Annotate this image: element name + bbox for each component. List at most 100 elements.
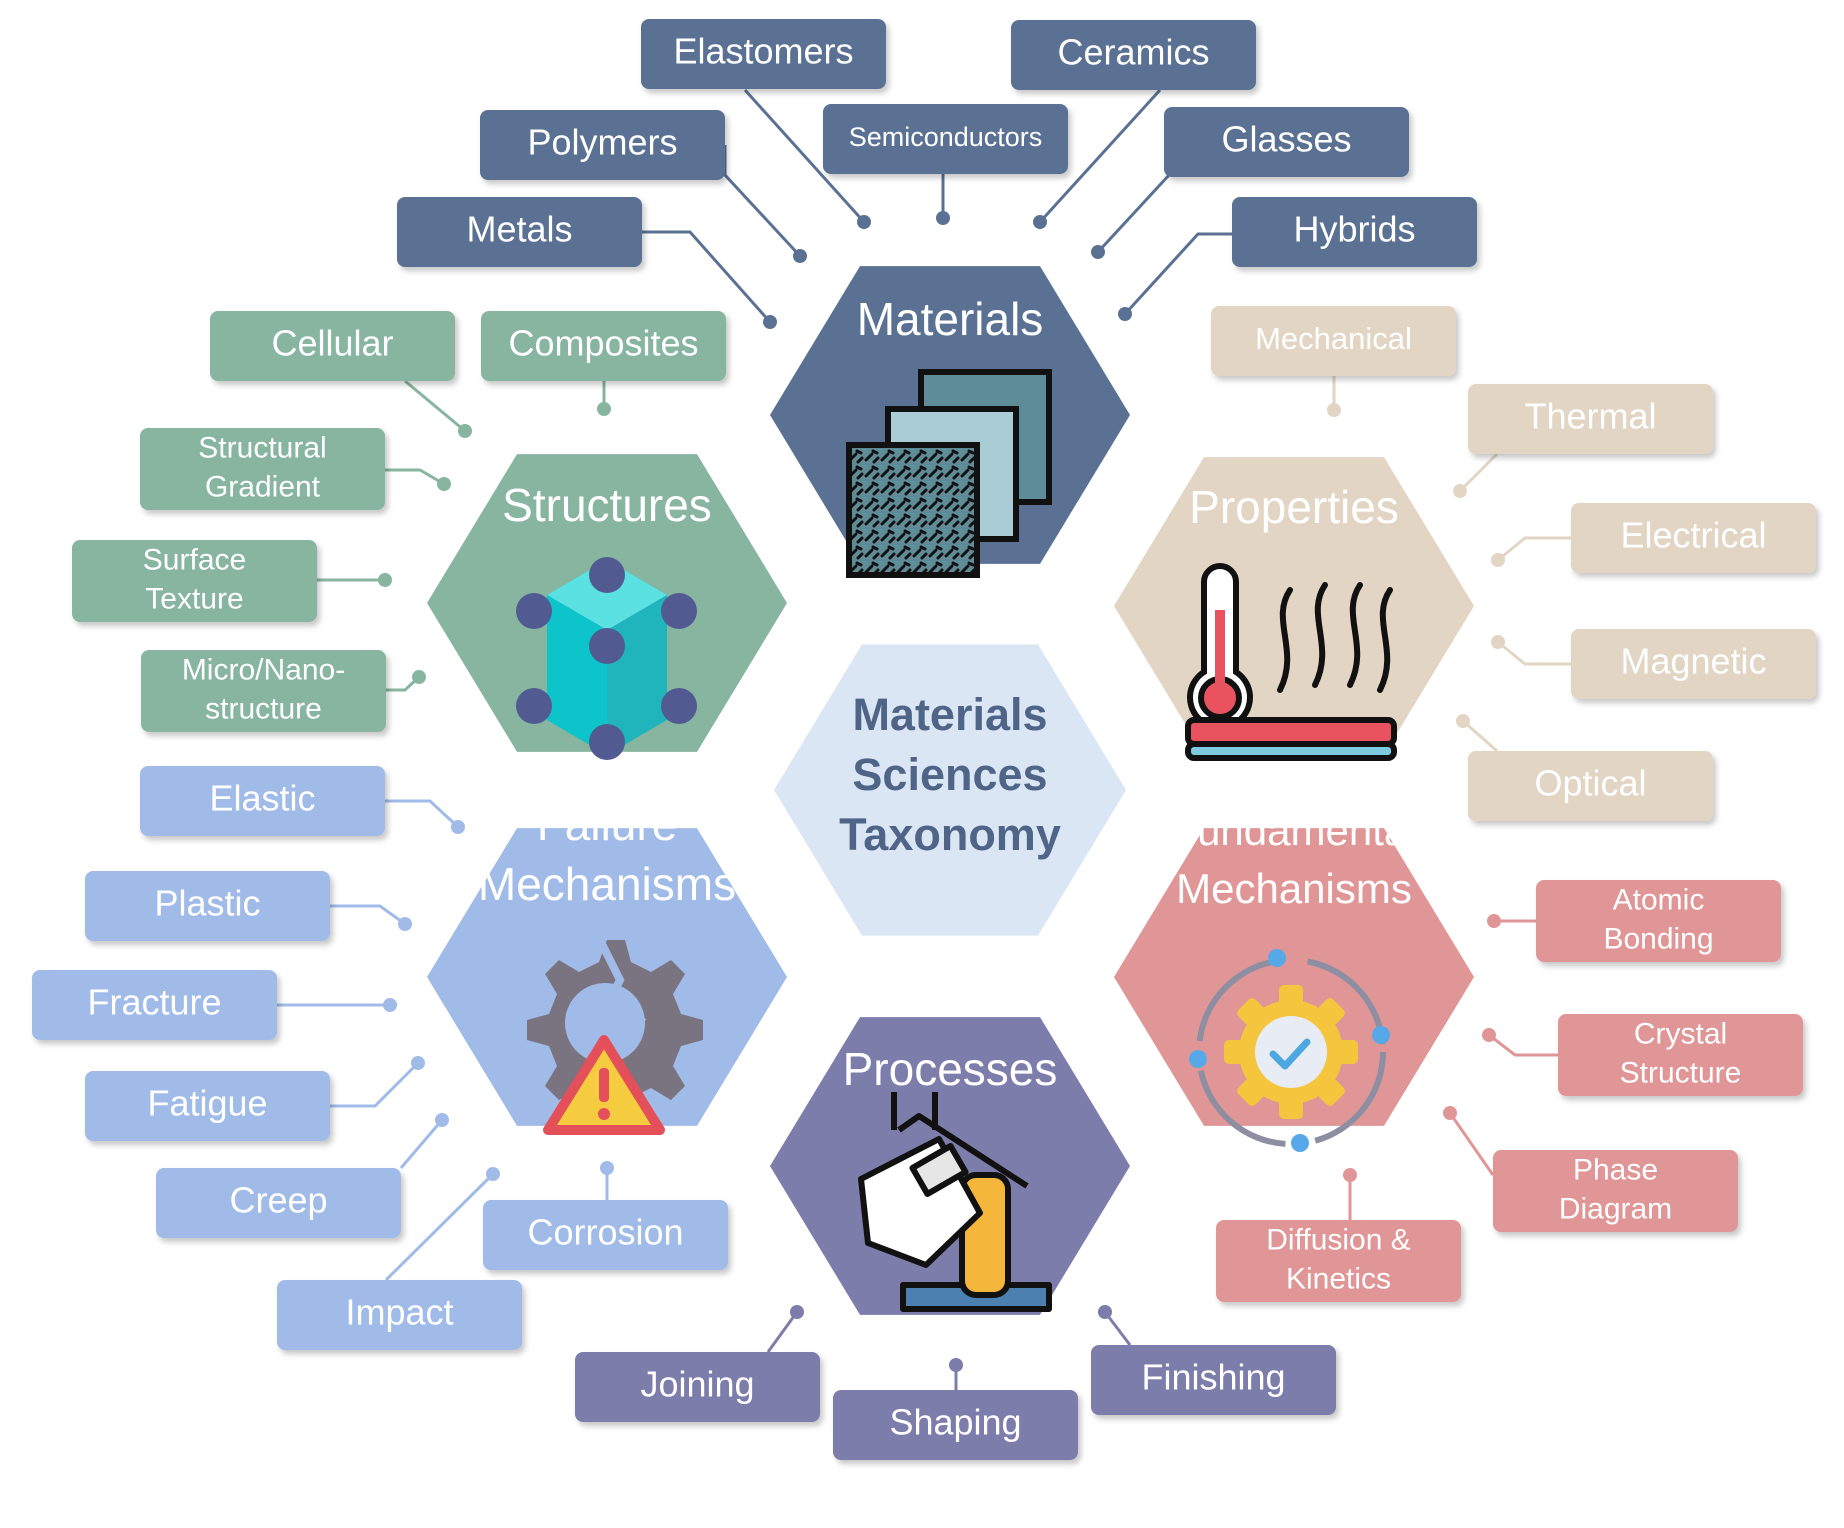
elastomers-box[interactable]: Elastomers: [641, 19, 886, 89]
glasses-connector-dot: [1091, 245, 1105, 259]
optical-label: Optical: [1534, 763, 1646, 804]
cellular-box[interactable]: Cellular: [210, 311, 455, 381]
ceramics-label: Ceramics: [1057, 32, 1209, 73]
properties-title: Properties: [1189, 481, 1399, 533]
phase-diagram-box-bg: [1493, 1150, 1738, 1232]
optical-connector: [1462, 719, 1498, 753]
fatigue-connector: [330, 1061, 420, 1108]
hybrids-label: Hybrids: [1293, 209, 1415, 250]
creep-connector: [399, 1119, 444, 1169]
ceramics-box-bg: [1011, 20, 1256, 90]
micro-nano-structure-connector-dot: [412, 670, 426, 684]
fundamental-hexagon[interactable]: [1114, 828, 1474, 1126]
cellular-label: Cellular: [271, 323, 393, 364]
magnetic-label: Magnetic: [1620, 641, 1766, 682]
crystal-structure-connector: [1488, 1033, 1558, 1057]
electrical-box[interactable]: Electrical: [1571, 503, 1816, 573]
micro-nano-structure-box[interactable]: Micro/Nano-structure: [141, 650, 386, 732]
failure-title-line-2: Mechanisms: [478, 858, 736, 910]
semiconductors-box[interactable]: Semiconductors: [823, 104, 1068, 174]
electrical-label: Electrical: [1620, 515, 1766, 556]
shaping-label: Shaping: [889, 1402, 1021, 1443]
gear-orbit-check-icon: [1189, 949, 1390, 1152]
glasses-box[interactable]: Glasses: [1164, 107, 1409, 177]
crucible-pour-icon: [858, 1092, 1052, 1312]
diffusion-kinetics-label-line-2: Kinetics: [1286, 1262, 1391, 1295]
thermal-box[interactable]: Thermal: [1468, 384, 1713, 454]
mechanical-box[interactable]: Mechanical: [1211, 306, 1456, 376]
mechanical-box-bg: [1211, 306, 1456, 376]
joining-box[interactable]: Joining: [575, 1352, 820, 1422]
hybrids-box[interactable]: Hybrids: [1232, 197, 1477, 267]
materials-title: Materials: [857, 293, 1044, 345]
elastic-box-bg: [140, 766, 385, 836]
surface-texture-label-line-1: Surface: [143, 543, 246, 576]
fundamental-title-line-2: Mechanisms: [1176, 865, 1412, 912]
center-title-line-3: Taxonomy: [839, 809, 1061, 860]
phase-diagram-connector: [1448, 1112, 1495, 1176]
shaping-box-bg: [833, 1390, 1078, 1460]
structural-gradient-connector: [385, 468, 445, 486]
fatigue-box[interactable]: Fatigue: [85, 1071, 330, 1141]
creep-box[interactable]: Creep: [156, 1168, 401, 1238]
creep-box-bg: [156, 1168, 401, 1238]
impact-box-bg: [277, 1280, 522, 1350]
magnetic-connector-dot: [1491, 635, 1505, 649]
optical-box-bg: [1468, 751, 1713, 821]
failure-title-line-1: Failure: [537, 798, 678, 850]
ceramics-box[interactable]: Ceramics: [1011, 20, 1256, 90]
impact-connector: [384, 1172, 495, 1282]
joining-label: Joining: [640, 1364, 754, 1405]
polymers-box-bg: [480, 110, 725, 180]
plastic-label: Plastic: [154, 883, 260, 924]
thermal-connector-dot: [1453, 484, 1467, 498]
corrosion-connector-dot: [600, 1161, 614, 1175]
composites-box[interactable]: Composites: [481, 311, 726, 381]
fracture-box[interactable]: Fracture: [32, 970, 277, 1040]
impact-label: Impact: [345, 1292, 453, 1333]
ceramics-connector-dot: [1033, 215, 1047, 229]
elastic-label: Elastic: [209, 778, 315, 819]
atomic-bonding-connector-dot: [1487, 914, 1501, 928]
plastic-box[interactable]: Plastic: [85, 871, 330, 941]
cellular-box-bg: [210, 311, 455, 381]
hybrids-connector: [1123, 232, 1232, 316]
shaping-box[interactable]: Shaping: [833, 1390, 1078, 1460]
material-sheets-icon: [846, 369, 1052, 578]
finishing-box[interactable]: Finishing: [1091, 1345, 1336, 1415]
structural-gradient-box-bg: [140, 428, 385, 510]
surface-texture-connector-dot: [378, 573, 392, 587]
magnetic-box[interactable]: Magnetic: [1571, 629, 1816, 699]
elastomers-connector: [743, 88, 866, 224]
crystal-structure-label-line-1: Crystal: [1634, 1017, 1727, 1050]
cube-lattice-icon: [516, 557, 697, 760]
glasses-label: Glasses: [1221, 119, 1351, 160]
impact-box[interactable]: Impact: [277, 1280, 522, 1350]
metals-box[interactable]: Metals: [397, 197, 642, 267]
elastomers-label: Elastomers: [673, 31, 853, 72]
thermometer-heat-icon: [1185, 563, 1397, 761]
crystal-structure-label-line-2: Structure: [1620, 1056, 1742, 1089]
plastic-box-bg: [85, 871, 330, 941]
elastic-connector: [385, 799, 460, 829]
cellular-connector: [404, 379, 466, 433]
polymers-box[interactable]: Polymers: [480, 110, 725, 180]
corrosion-box-bg: [483, 1200, 728, 1270]
optical-box[interactable]: Optical: [1468, 751, 1713, 821]
hybrids-connector-dot: [1118, 307, 1132, 321]
corrosion-box[interactable]: Corrosion: [483, 1200, 728, 1270]
elastic-box[interactable]: Elastic: [140, 766, 385, 836]
corrosion-label: Corrosion: [527, 1212, 683, 1253]
metals-connector: [642, 230, 772, 323]
center-hexagon: [774, 644, 1126, 936]
glasses-connector: [1096, 172, 1172, 254]
magnetic-box-bg: [1571, 629, 1816, 699]
electrical-connector-dot: [1491, 553, 1505, 567]
diffusion-kinetics-box[interactable]: Diffusion &Kinetics: [1216, 1220, 1461, 1302]
